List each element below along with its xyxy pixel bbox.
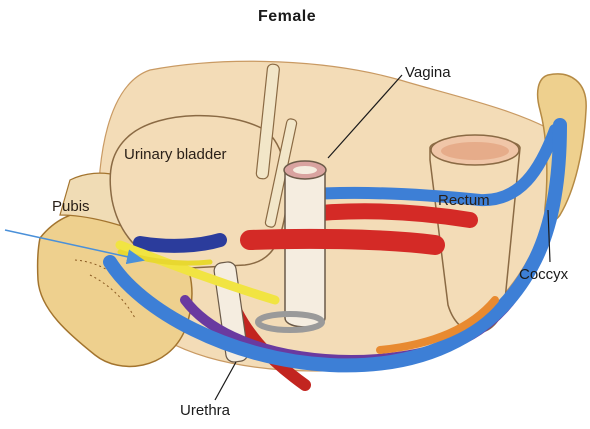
vagina-lumen (293, 166, 317, 174)
coccyx-label: Coccyx (519, 266, 568, 283)
rectum-lumen-inner (441, 142, 509, 160)
artery-front (250, 239, 435, 245)
diagram-title: Female (258, 8, 316, 26)
urinary-bladder-label: Urinary bladder (124, 146, 227, 163)
pubis-label: Pubis (52, 198, 90, 215)
rectum-label: Rectum (438, 192, 490, 209)
deep-blue-band (140, 240, 220, 246)
urethra-leader (215, 362, 236, 400)
urethra-label: Urethra (180, 402, 230, 419)
vagina-label: Vagina (405, 64, 451, 81)
